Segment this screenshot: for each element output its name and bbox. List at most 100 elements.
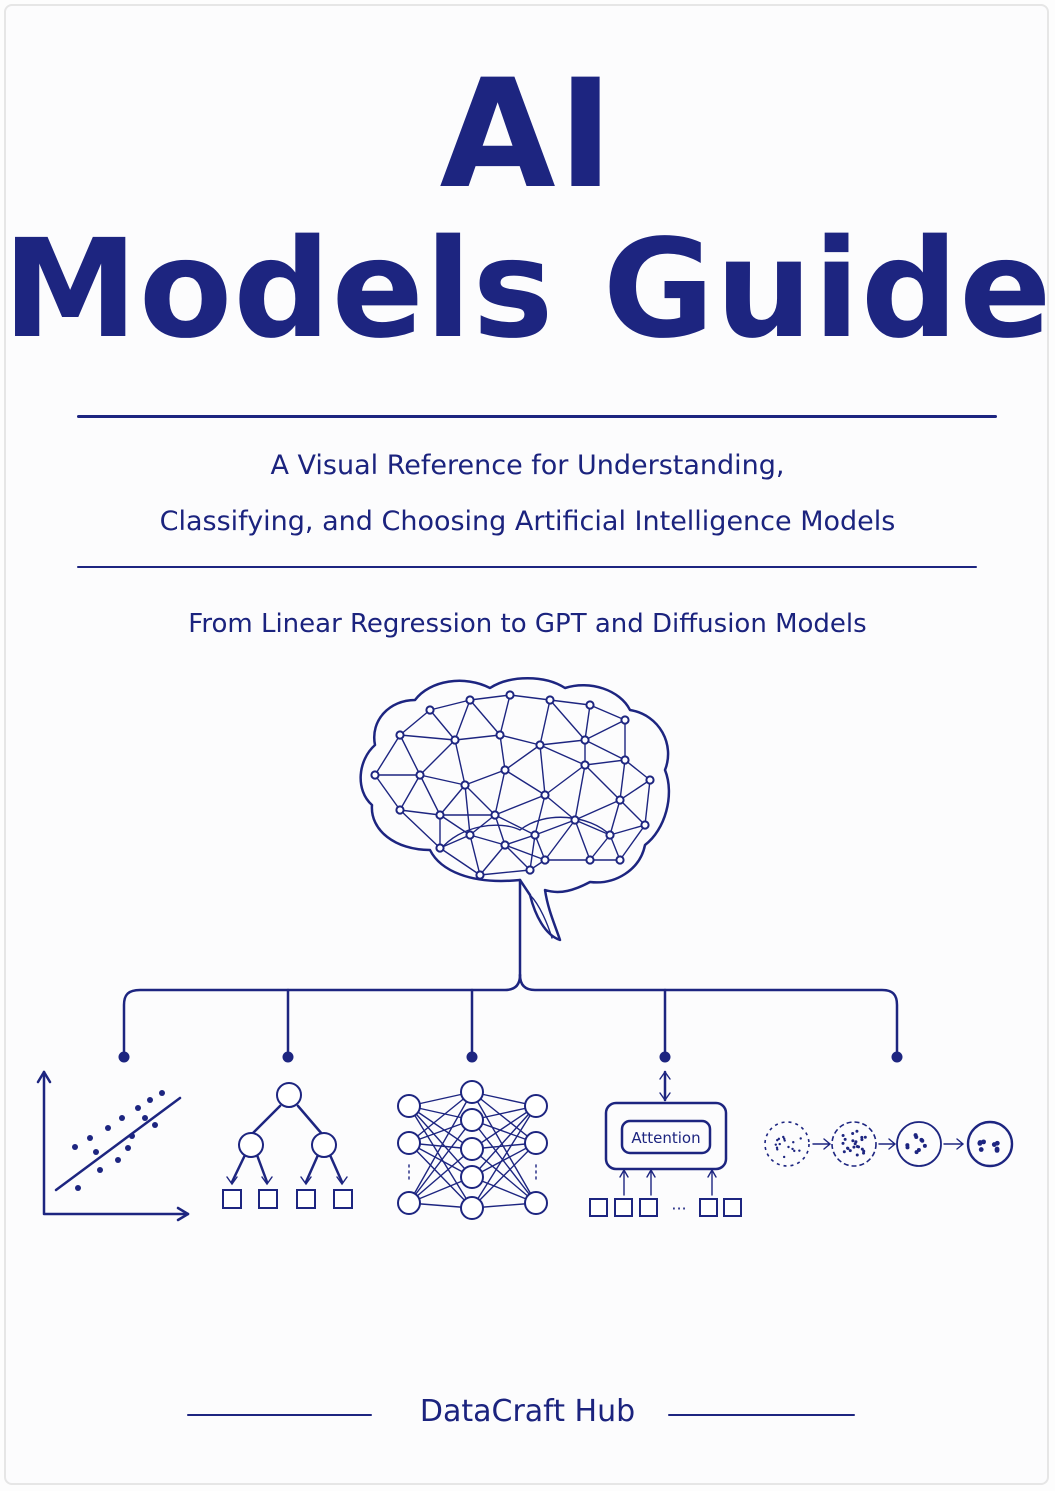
nn-node bbox=[524, 1191, 548, 1215]
scatter-point bbox=[75, 1185, 81, 1191]
diffusion-point bbox=[977, 1140, 983, 1146]
diffusion-point bbox=[841, 1134, 845, 1138]
brain-node bbox=[395, 730, 405, 740]
diffusion-point bbox=[860, 1135, 864, 1139]
scatter-point bbox=[125, 1145, 131, 1151]
scatter-point bbox=[119, 1115, 125, 1121]
brain-node bbox=[620, 755, 630, 765]
title-divider bbox=[77, 415, 997, 418]
diffusion-point bbox=[920, 1138, 925, 1143]
brain-node bbox=[435, 810, 445, 820]
scatter-point bbox=[159, 1090, 165, 1096]
diffusion-point bbox=[793, 1149, 796, 1153]
brain-node bbox=[435, 843, 445, 853]
brain-node bbox=[395, 805, 405, 815]
brain-node bbox=[425, 705, 435, 715]
diffusion-point bbox=[798, 1149, 801, 1152]
brain-node bbox=[570, 815, 580, 825]
nn-node bbox=[397, 1094, 421, 1118]
diffusion-point bbox=[776, 1138, 779, 1142]
diffusion-point bbox=[848, 1149, 852, 1153]
brain-node bbox=[615, 855, 625, 865]
brain-node bbox=[450, 735, 460, 745]
diffusion-point bbox=[860, 1138, 864, 1142]
brain-node bbox=[415, 770, 425, 780]
brain-node bbox=[460, 780, 470, 790]
publisher-name: DataCraft Hub bbox=[419, 1394, 636, 1429]
diffusion-point bbox=[855, 1144, 859, 1148]
title-line-1: AI bbox=[439, 48, 616, 222]
publisher-rule-right bbox=[668, 1414, 855, 1416]
brain-node bbox=[545, 695, 555, 705]
brain-node bbox=[580, 760, 590, 770]
diffusion-point bbox=[854, 1140, 858, 1144]
brain-network-icon bbox=[359, 677, 671, 977]
diffusion-point bbox=[860, 1147, 864, 1151]
brain-node bbox=[535, 740, 545, 750]
scatter-point bbox=[147, 1097, 153, 1103]
subtitle-line-2: Classifying, and Choosing Artificial Int… bbox=[159, 506, 896, 537]
diffusion-point bbox=[914, 1150, 919, 1155]
subtitle-divider bbox=[77, 566, 977, 568]
brain-node bbox=[645, 775, 655, 785]
decision-tree-icon bbox=[222, 1082, 353, 1209]
diffusion-point bbox=[994, 1146, 1000, 1152]
nn-node bbox=[460, 1196, 484, 1220]
nn-node bbox=[460, 1108, 484, 1132]
brain-node bbox=[525, 865, 535, 875]
diffusion-process-icon bbox=[764, 1120, 1014, 1168]
diffusion-point bbox=[905, 1145, 910, 1150]
brain-node bbox=[620, 715, 630, 725]
scatter-point bbox=[97, 1167, 103, 1173]
nn-node bbox=[397, 1191, 421, 1215]
scatter-point bbox=[87, 1135, 93, 1141]
brain-node bbox=[585, 700, 595, 710]
nn-node bbox=[524, 1131, 548, 1155]
diffusion-point bbox=[792, 1141, 795, 1144]
brain-node bbox=[495, 730, 505, 740]
scatter-regression-icon bbox=[36, 1070, 190, 1222]
diffusion-point bbox=[981, 1139, 986, 1145]
diffusion-point bbox=[922, 1143, 927, 1148]
brain-node bbox=[490, 810, 500, 820]
diffusion-point bbox=[787, 1145, 790, 1149]
diffusion-point bbox=[863, 1135, 867, 1139]
brain-node bbox=[475, 870, 485, 880]
diffusion-point bbox=[778, 1142, 781, 1146]
nn-node bbox=[460, 1080, 484, 1104]
brain-node bbox=[500, 840, 510, 850]
cover-page bbox=[4, 4, 1049, 1485]
diffusion-point bbox=[855, 1129, 859, 1133]
diffusion-point bbox=[913, 1133, 918, 1138]
nn-node bbox=[460, 1165, 484, 1189]
brain-node bbox=[370, 770, 380, 780]
brain-node bbox=[465, 830, 475, 840]
scatter-point bbox=[72, 1144, 78, 1150]
brain-node bbox=[530, 830, 540, 840]
diffusion-point bbox=[782, 1135, 785, 1139]
scatter-point bbox=[93, 1149, 99, 1155]
scatter-point bbox=[142, 1115, 148, 1121]
scatter-point bbox=[129, 1133, 135, 1139]
scatter-point bbox=[115, 1157, 121, 1163]
neural-network-icon bbox=[397, 1080, 548, 1220]
diffusion-point bbox=[774, 1143, 777, 1146]
scatter-point bbox=[135, 1105, 141, 1111]
brain-node bbox=[500, 765, 510, 775]
diffusion-point bbox=[855, 1153, 859, 1157]
nn-node bbox=[460, 1137, 484, 1161]
brain-node bbox=[505, 690, 515, 700]
brain-node bbox=[465, 695, 475, 705]
diffusion-point bbox=[852, 1145, 856, 1149]
publisher-rule-left bbox=[187, 1414, 372, 1416]
diffusion-point bbox=[994, 1140, 1000, 1146]
branch-connector bbox=[118, 973, 903, 1063]
attention-label: Attention bbox=[631, 1129, 700, 1147]
nn-node bbox=[397, 1131, 421, 1155]
brain-node bbox=[540, 790, 550, 800]
diffusion-point bbox=[978, 1147, 984, 1152]
scatter-point bbox=[105, 1125, 111, 1131]
attention-transformer-icon: Attention ··· bbox=[589, 1070, 742, 1218]
diffusion-point bbox=[846, 1147, 850, 1151]
brain-node bbox=[540, 855, 550, 865]
